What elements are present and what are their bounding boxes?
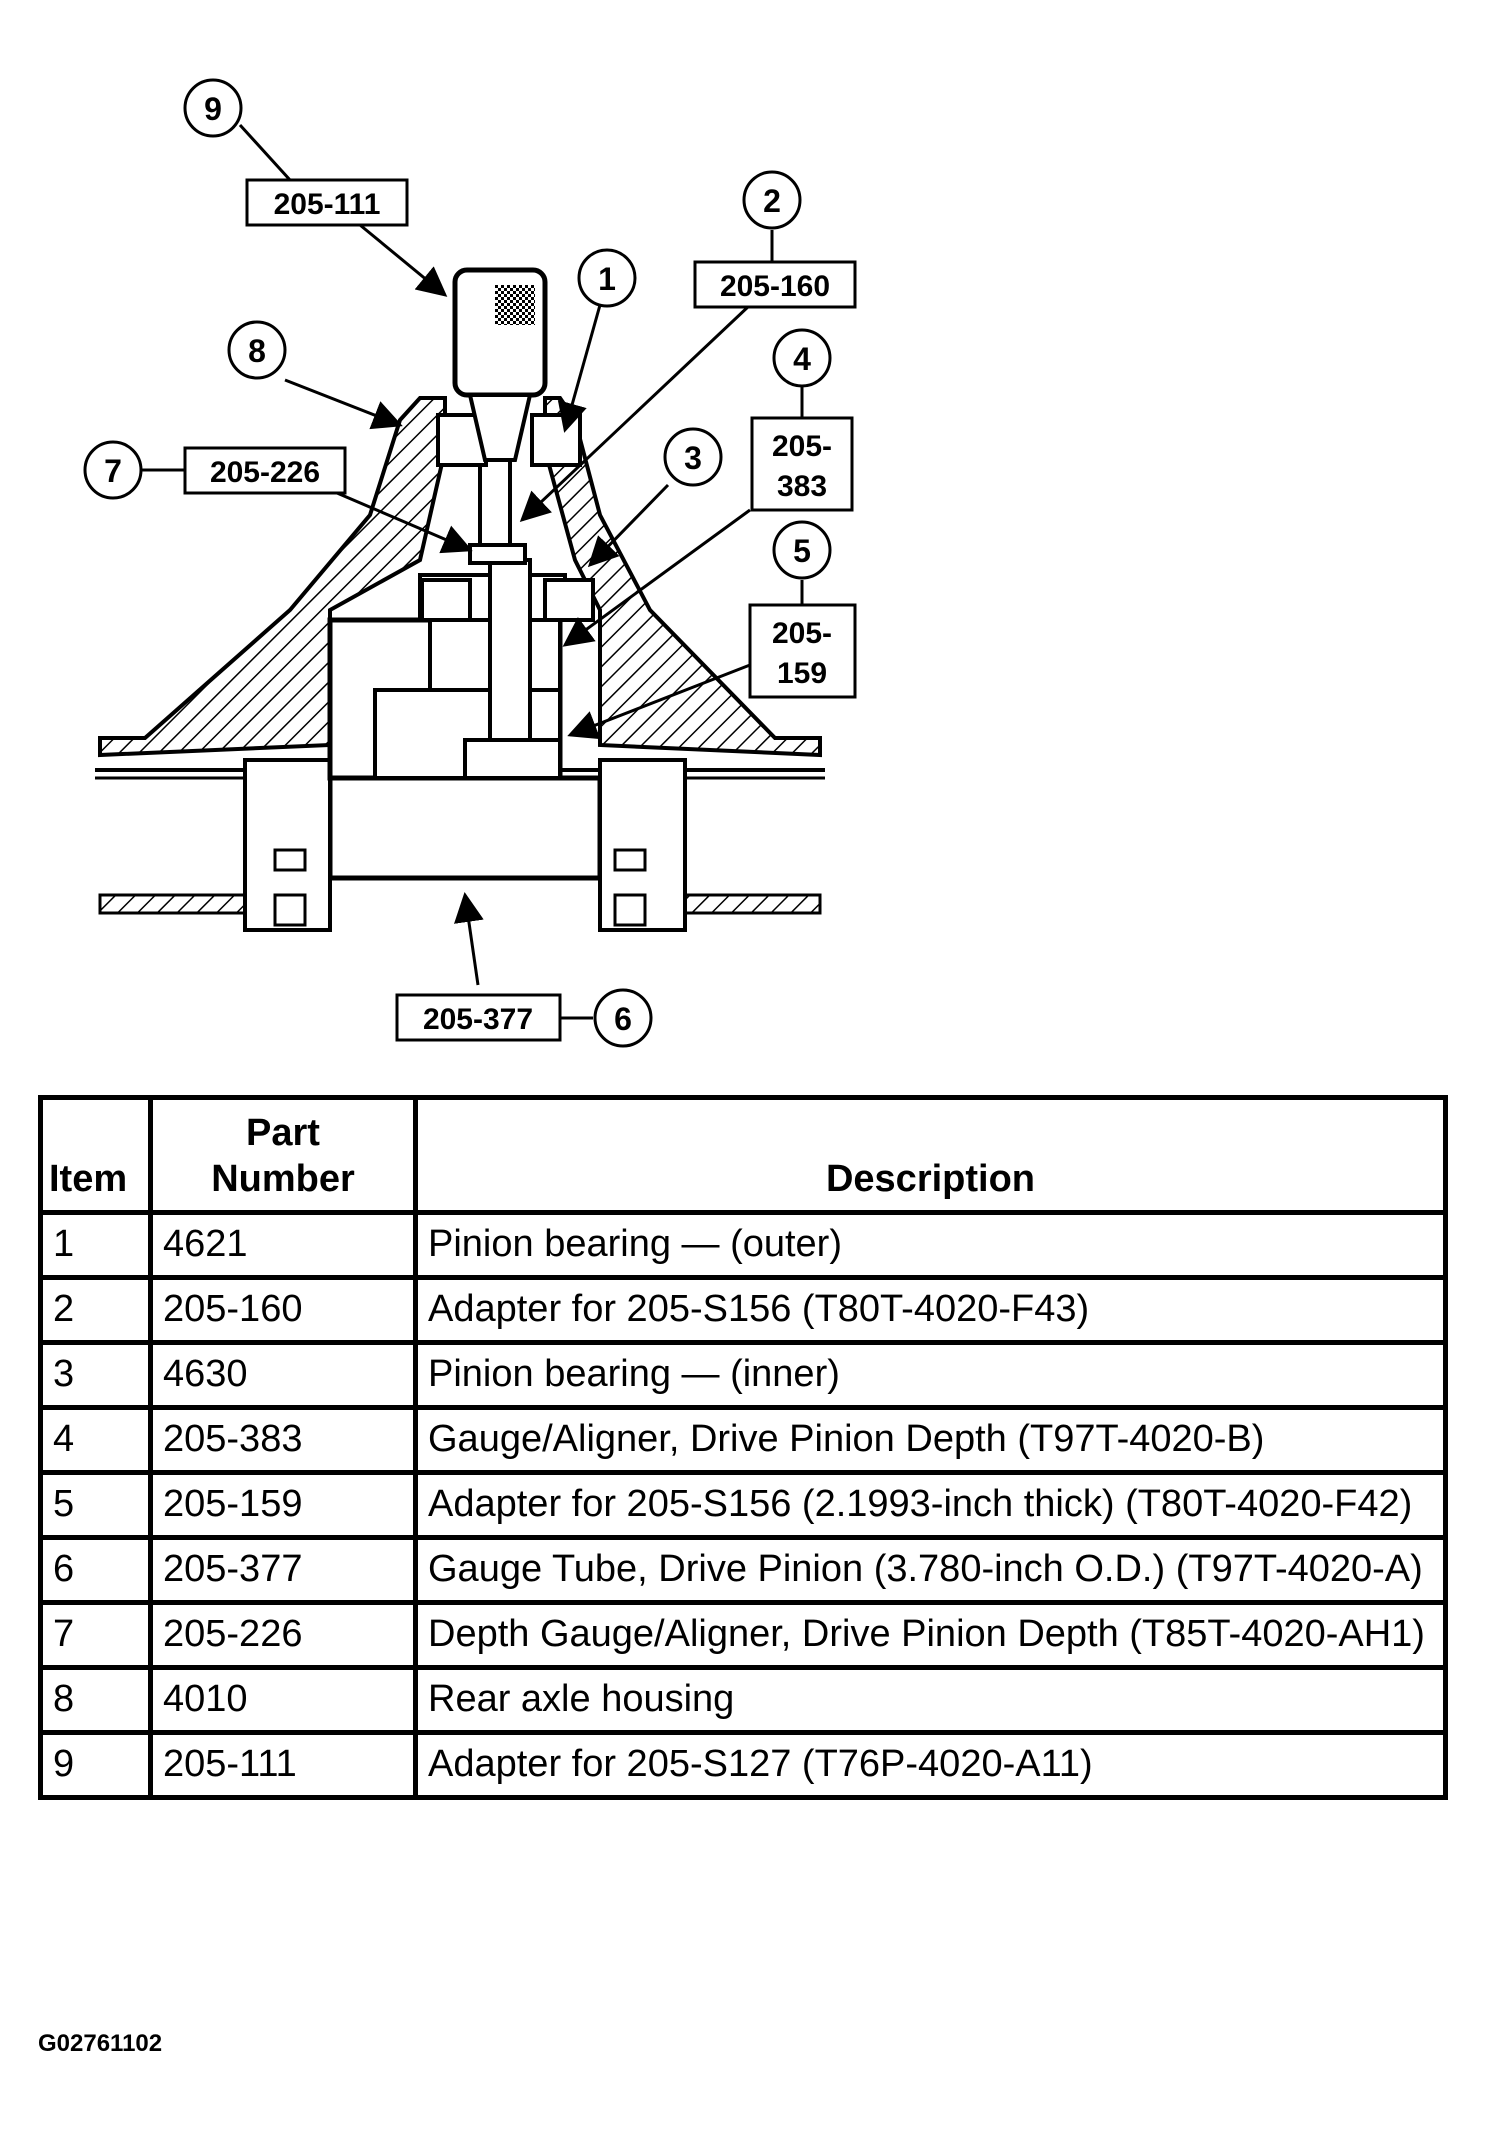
svg-text:6: 6 xyxy=(614,1001,632,1037)
top-adapter-knob xyxy=(452,267,548,462)
svg-text:1: 1 xyxy=(598,261,616,297)
callout-label-205-377: 205-377 xyxy=(395,993,562,1042)
table-row: 7 205-226 Depth Gauge/Aligner, Drive Pin… xyxy=(38,1600,1448,1670)
cell-description: Gauge/Aligner, Drive Pinion Depth (T97T-… xyxy=(413,1405,1448,1475)
cell-description: Adapter for 205-S127 (T76P-4020-A11) xyxy=(413,1730,1448,1800)
callout-circle-1: 1 xyxy=(577,248,637,308)
cell-part: 205-160 xyxy=(148,1275,418,1345)
callout-circle-3: 3 xyxy=(663,427,723,487)
cell-part: 4630 xyxy=(148,1340,418,1410)
table-row: 1 4621 Pinion bearing — (outer) xyxy=(38,1210,1448,1280)
svg-text:8: 8 xyxy=(248,333,266,369)
cell-description: Depth Gauge/Aligner, Drive Pinion Depth … xyxy=(413,1600,1448,1670)
cell-part: 4621 xyxy=(148,1210,418,1280)
cell-item: 2 xyxy=(38,1275,153,1345)
cell-item: 5 xyxy=(38,1470,153,1540)
header-part-line2: Number xyxy=(211,1158,355,1200)
svg-text:205-111: 205-111 xyxy=(274,188,381,221)
header-part-line1: Part xyxy=(246,1112,320,1154)
table-row: 5 205-159 Adapter for 205-S156 (2.1993-i… xyxy=(38,1470,1448,1540)
table-row: 2 205-160 Adapter for 205-S156 (T80T-402… xyxy=(38,1275,1448,1345)
table-row: 6 205-377 Gauge Tube, Drive Pinion (3.78… xyxy=(38,1535,1448,1605)
svg-text:159: 159 xyxy=(777,657,827,690)
cell-part: 205-377 xyxy=(148,1535,418,1605)
svg-text:205-160: 205-160 xyxy=(720,270,830,303)
cell-description: Adapter for 205-S156 (T80T-4020-F43) xyxy=(413,1275,1448,1345)
cell-part: 205-159 xyxy=(148,1470,418,1540)
table-row: 4 205-383 Gauge/Aligner, Drive Pinion De… xyxy=(38,1405,1448,1475)
svg-text:205-226: 205-226 xyxy=(210,456,320,489)
cell-item: 4 xyxy=(38,1405,153,1475)
cell-description: Rear axle housing xyxy=(413,1665,1448,1735)
svg-text:5: 5 xyxy=(793,533,811,569)
callout-circle-9: 9 xyxy=(183,78,243,138)
svg-text:383: 383 xyxy=(777,470,827,503)
svg-text:4: 4 xyxy=(793,341,811,377)
callout-circle-4: 4 xyxy=(772,328,832,388)
cell-item: 7 xyxy=(38,1600,153,1670)
cell-part: 205-383 xyxy=(148,1405,418,1475)
table-header-row: Item Part Number Description xyxy=(38,1095,1448,1215)
callout-circle-5: 5 xyxy=(772,520,832,580)
callout-label-205-160: 205-160 xyxy=(693,260,857,309)
table-row: 8 4010 Rear axle housing xyxy=(38,1665,1448,1735)
cell-description: Gauge Tube, Drive Pinion (3.780-inch O.D… xyxy=(413,1535,1448,1605)
cell-part: 205-226 xyxy=(148,1600,418,1670)
cell-item: 8 xyxy=(38,1665,153,1735)
svg-text:205-377: 205-377 xyxy=(423,1003,533,1036)
cell-part: 205-111 xyxy=(148,1730,418,1800)
cell-item: 1 xyxy=(38,1210,153,1280)
svg-text:205-: 205- xyxy=(772,617,832,650)
cell-description: Pinion bearing — (outer) xyxy=(413,1210,1448,1280)
callout-label-205-111: 205-111 xyxy=(245,178,409,227)
cell-item: 6 xyxy=(38,1535,153,1605)
cell-description: Pinion bearing — (inner) xyxy=(413,1340,1448,1410)
svg-text:7: 7 xyxy=(104,453,122,489)
cell-item: 3 xyxy=(38,1340,153,1410)
cell-part: 4010 xyxy=(148,1665,418,1735)
header-description: Description xyxy=(413,1095,1448,1215)
callout-label-205-226: 205-226 xyxy=(183,446,347,495)
parts-table: Item Part Number Description 1 4621 Pini… xyxy=(38,1095,1448,1800)
svg-text:3: 3 xyxy=(684,440,702,476)
cell-description: Adapter for 205-S156 (2.1993-inch thick)… xyxy=(413,1470,1448,1540)
header-item: Item xyxy=(38,1095,153,1215)
inner-adapters xyxy=(327,558,567,781)
pinion-depth-tool-diagram: 9 205-111 2 205-160 1 8 7 205-226 3 4 20… xyxy=(83,78,857,1048)
svg-text:205-: 205- xyxy=(772,430,832,463)
cell-item: 9 xyxy=(38,1730,153,1800)
svg-text:2: 2 xyxy=(763,183,781,219)
rear-axle-housing xyxy=(98,396,822,758)
callout-label-205-383: 205- 383 xyxy=(750,416,854,512)
figure-code: G02761102 xyxy=(38,2030,163,2057)
callout-label-205-159: 205- 159 xyxy=(748,603,857,699)
callout-circle-6: 6 xyxy=(593,988,653,1048)
callout-circle-7: 7 xyxy=(83,440,143,500)
callout-circle-8: 8 xyxy=(227,320,287,380)
header-part-number: Part Number xyxy=(148,1095,418,1215)
callout-circle-2: 2 xyxy=(742,170,802,230)
gauge-tube xyxy=(243,758,687,932)
leader-lines xyxy=(140,123,804,1020)
table-row: 3 4630 Pinion bearing — (inner) xyxy=(38,1340,1448,1410)
svg-text:9: 9 xyxy=(204,91,222,127)
table-row: 9 205-111 Adapter for 205-S127 (T76P-402… xyxy=(38,1730,1448,1800)
